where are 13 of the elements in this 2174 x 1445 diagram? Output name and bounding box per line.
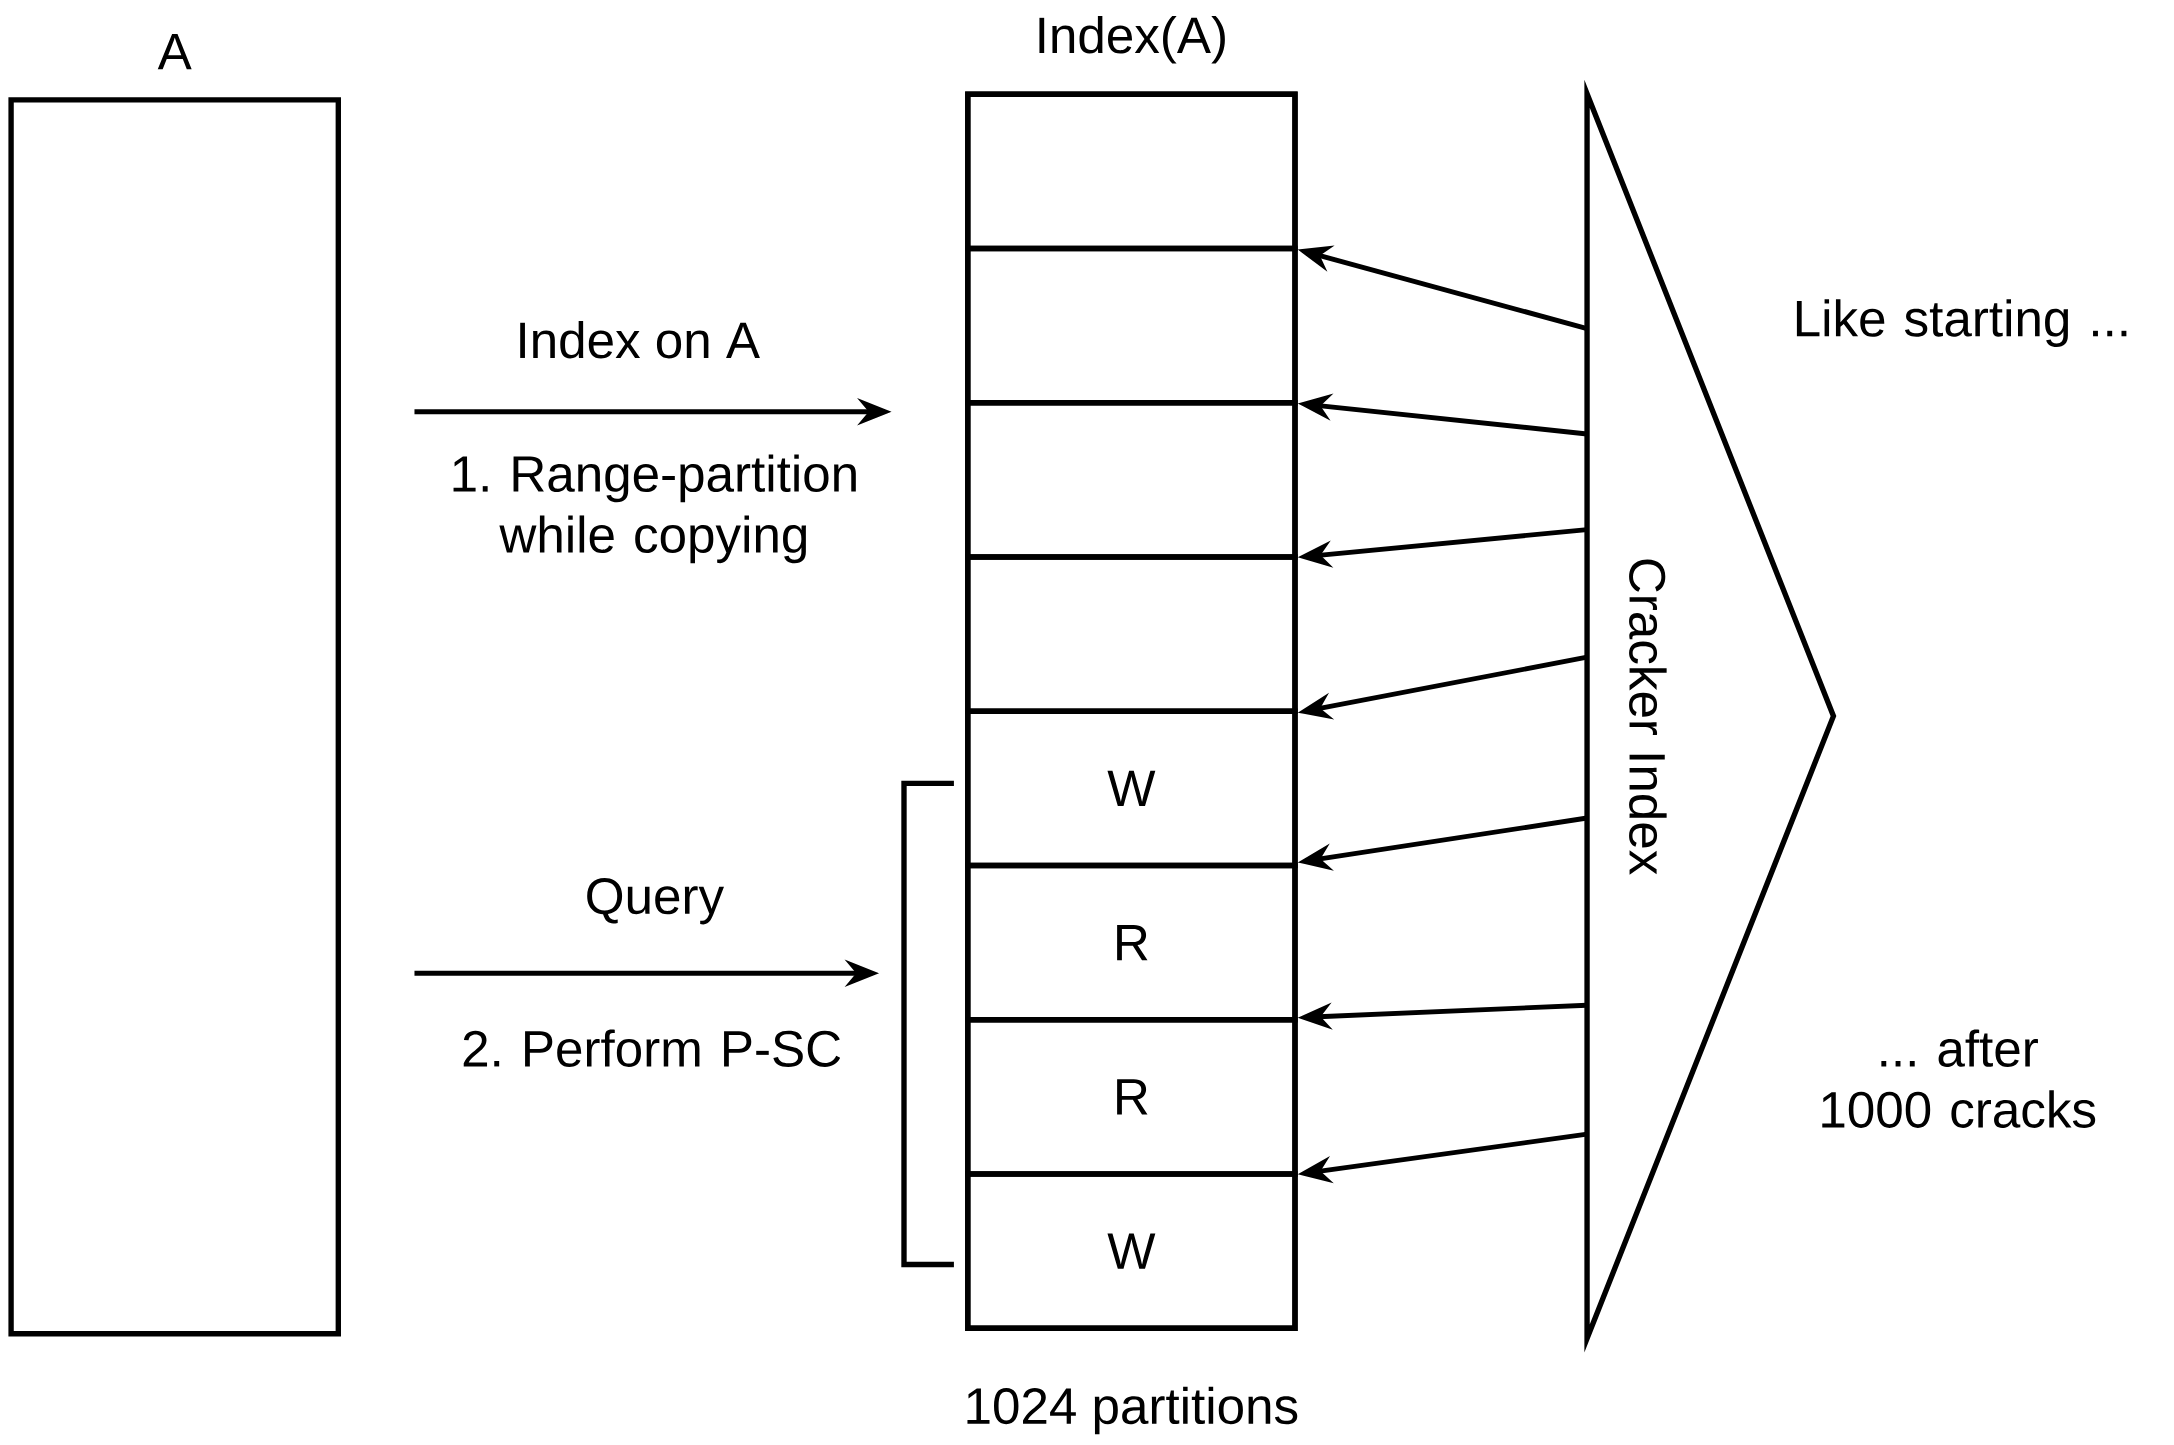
partition-cell: R: [965, 1017, 1298, 1177]
node-label: 1024 partitions: [967, 1386, 1298, 1435]
note: 2. Perform P-SC: [463, 1029, 841, 1068]
edge-label: Query: [587, 878, 724, 925]
edge-label: Index on A: [520, 321, 760, 359]
note: ... after 1000 cracks: [1822, 1029, 2096, 1129]
partition-cell: W: [965, 708, 1298, 869]
partition-cell: R: [965, 863, 1298, 1023]
heading: Index(A): [1039, 16, 1225, 64]
note: 1. Range-partition while copying: [453, 454, 856, 564]
heading: A: [157, 34, 192, 70]
partition-cell: W: [965, 1171, 1298, 1332]
note: Like starting ...: [1796, 299, 2127, 348]
